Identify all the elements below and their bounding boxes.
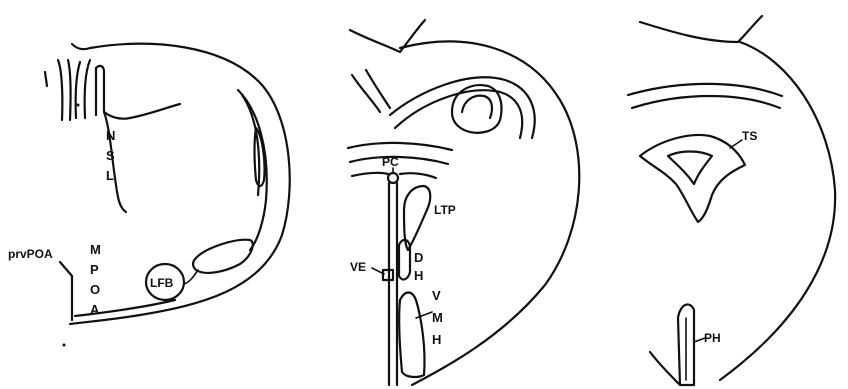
- label-mpoa-m: M: [90, 242, 101, 257]
- label-nsl-l: L: [106, 168, 114, 183]
- label-vmh-h: H: [432, 332, 441, 347]
- label-ph: PH: [704, 331, 721, 345]
- section-3-posterior: TS PH: [628, 16, 835, 385]
- section-3-cortex-top: [640, 16, 762, 42]
- section-2-outline: [400, 41, 579, 385]
- label-nsl-n: N: [106, 128, 115, 143]
- section-2-cortex-inner-2: [366, 70, 390, 108]
- section-3-callosum-2: [632, 96, 780, 108]
- label-dh-d: D: [414, 250, 423, 265]
- label-pc: PC: [382, 155, 399, 169]
- vmh-outline: [399, 293, 424, 377]
- ts-inner: [668, 152, 712, 185]
- section-3-outline: [720, 42, 835, 380]
- section-2-thalamic-arc-1: [348, 143, 452, 150]
- label-dh-h: H: [414, 268, 423, 283]
- label-mpoa-a: A: [90, 302, 100, 317]
- label-mpoa-p: P: [90, 262, 99, 277]
- section-2-hippocampus-outer: [452, 85, 502, 133]
- section-2-cortex-top: [350, 20, 425, 52]
- label-lfb: LFB: [150, 276, 174, 290]
- section-1-small-mark: [45, 72, 47, 86]
- section-1-midline-left-outer: [58, 60, 62, 120]
- section-1-midline-right-outer: [76, 62, 80, 118]
- section-2-pc-circle: [388, 173, 398, 183]
- label-vmh-v: V: [432, 288, 441, 303]
- label-nsl-s: S: [106, 148, 115, 163]
- section-1-midline-left-inner: [68, 60, 71, 120]
- section-2-hippocampus-inner: [462, 96, 492, 118]
- section-2-hypothalamus: PC LTP VE D H V M H: [348, 20, 579, 385]
- label-ve: VE: [350, 260, 366, 274]
- section-2-thalamic-arc-2: [350, 157, 448, 164]
- section-1-top-notch: [72, 44, 90, 49]
- section-1-ventricle-loop: [96, 66, 104, 112]
- section-2-thalamic-arc-3: [352, 173, 388, 176]
- ts-leader: [730, 140, 742, 148]
- prvpoa-leader: [60, 262, 72, 320]
- label-vmh-m: M: [432, 310, 443, 325]
- label-mpoa-o: O: [90, 282, 100, 297]
- section-1-septum-line: [104, 104, 180, 119]
- section-2-cortex-inner: [352, 75, 380, 112]
- label-prvpoa: prvPOA: [8, 247, 53, 261]
- section-3-callosum-1: [628, 84, 782, 96]
- section-1-preoptic: N S L prvPOA M P O A LFB: [8, 44, 290, 347]
- section-1-dot-2: [63, 344, 66, 347]
- section-1-ventral-blob: [193, 240, 253, 273]
- label-ts: TS: [742, 129, 757, 143]
- section-2-thalamic-arc-4: [400, 173, 436, 178]
- label-ltp: LTP: [434, 203, 456, 217]
- section-3-ventral-left: [650, 352, 680, 385]
- section-1-midline-right-inner: [85, 60, 90, 118]
- dh-outline: [399, 240, 410, 280]
- section-1-dot-1: [77, 104, 80, 107]
- lfb-connector: [184, 270, 198, 284]
